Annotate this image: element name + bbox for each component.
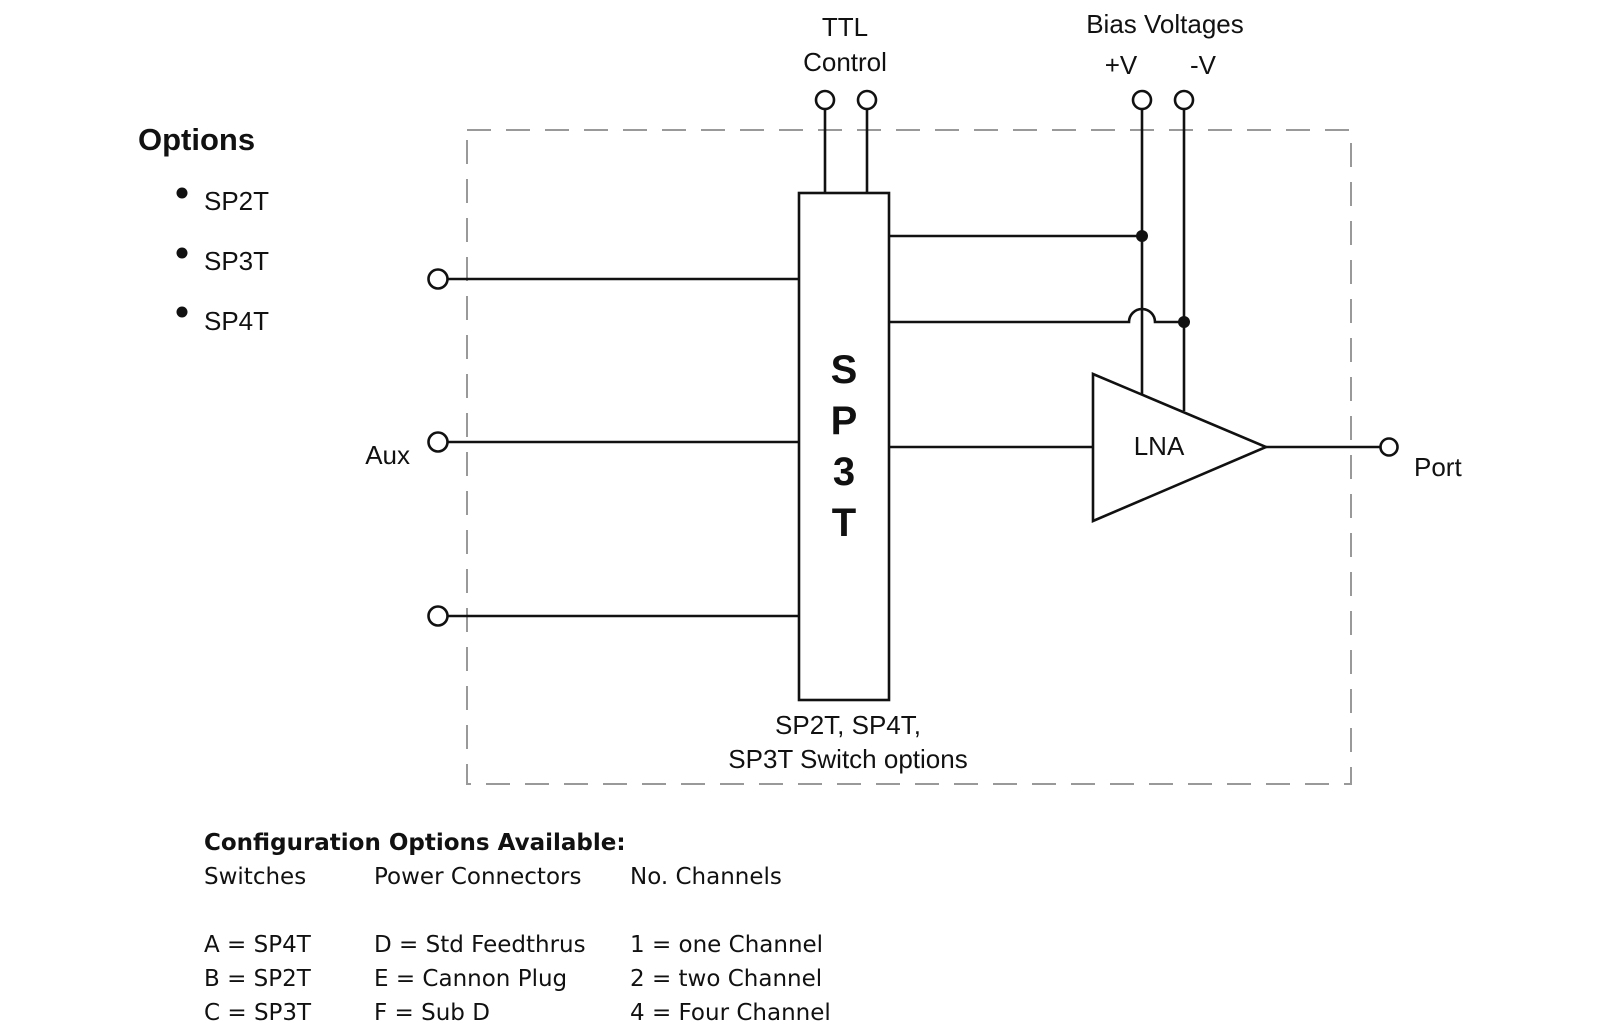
config-cell: C = SP3T <box>204 1000 312 1026</box>
config-cell: F = Sub D <box>374 1000 490 1026</box>
ttl-label-line2: Control <box>803 47 887 77</box>
lna-amplifier <box>1091 372 1270 523</box>
bias-voltages-label: Bias Voltages <box>1086 9 1244 39</box>
config-header-row: Switches Power Connectors No. Channels <box>204 860 904 894</box>
port-label: Port <box>1414 452 1462 482</box>
ttl-label-line1: TTL <box>822 12 868 42</box>
option-item: SP2T <box>204 186 269 216</box>
config-row: A = SP4T D = Std Feedthrus 1 = one Chann… <box>204 928 904 962</box>
input-terminal <box>427 268 449 290</box>
switch-letter: S <box>831 348 858 392</box>
config-row: C = SP3T F = Sub D 4 = Four Channel <box>204 996 904 1030</box>
switch-letter: P <box>831 399 858 443</box>
option-item: SP3T <box>204 246 269 276</box>
switch-letter: 3 <box>833 450 855 494</box>
config-header: Power Connectors <box>374 864 582 890</box>
bullet-icon <box>176 306 188 318</box>
lna-label: LNA <box>1134 431 1185 461</box>
ttl-terminal <box>814 89 836 111</box>
port-terminal <box>1379 437 1399 457</box>
sp3t-switch-block <box>797 191 891 702</box>
options-title: Options <box>138 122 255 157</box>
enclosure-boundary <box>466 129 1352 785</box>
config-cell: 1 = one Channel <box>630 932 824 958</box>
switch-letter: T <box>832 501 856 545</box>
minus-v-terminal <box>1173 89 1195 111</box>
aux-terminal <box>427 431 449 453</box>
config-cell: 2 = two Channel <box>630 966 823 992</box>
config-cell: A = SP4T <box>204 932 311 958</box>
config-cell: 4 = Four Channel <box>630 1000 831 1026</box>
config-cell: D = Std Feedthrus <box>374 932 586 958</box>
plus-v-label: +V <box>1105 50 1138 80</box>
config-header: No. Channels <box>630 864 782 890</box>
bullet-icon <box>176 187 188 199</box>
config-row: B = SP2T E = Cannon Plug 2 = two Channel <box>204 962 904 996</box>
configuration-options: Configuration Options Available: Switche… <box>204 826 904 1030</box>
junction-dot <box>1136 230 1148 242</box>
switch-caption-line2: SP3T Switch options <box>728 744 967 774</box>
input-terminal <box>427 605 449 627</box>
config-cell: E = Cannon Plug <box>374 966 568 992</box>
config-title: Configuration Options Available: <box>204 830 626 856</box>
aux-label: Aux <box>365 440 410 470</box>
ttl-terminal <box>856 89 878 111</box>
config-cell: B = SP2T <box>204 966 311 992</box>
plus-v-terminal <box>1131 89 1153 111</box>
switch-minus-v-wire-crossover <box>890 307 1184 324</box>
junction-dot <box>1178 316 1190 328</box>
option-item: SP4T <box>204 306 269 336</box>
config-header: Switches <box>204 864 307 890</box>
switch-caption-line1: SP2T, SP4T, <box>775 710 921 740</box>
bullet-icon <box>176 247 188 259</box>
minus-v-label: -V <box>1190 50 1217 80</box>
